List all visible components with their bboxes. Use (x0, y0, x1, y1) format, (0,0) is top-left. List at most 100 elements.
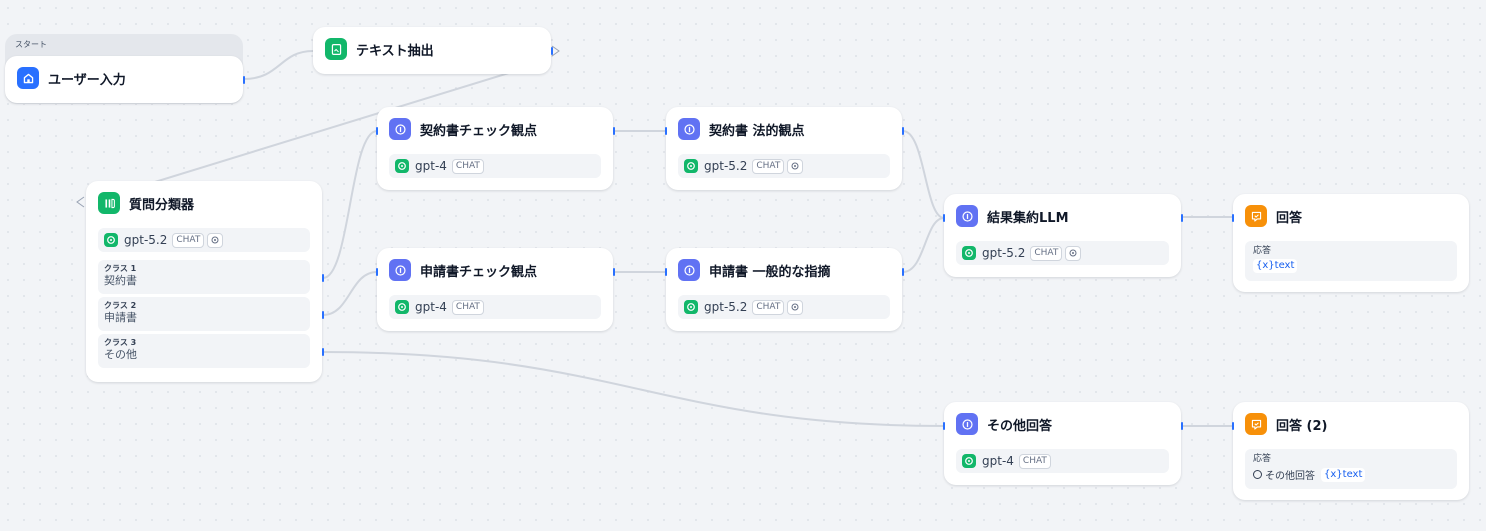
output-handle[interactable] (902, 127, 904, 135)
model-name: gpt-4 (415, 300, 447, 314)
node-title: 質問分類器 (129, 197, 195, 213)
model-name: gpt-5.2 (704, 159, 748, 173)
mode-badge: CHAT (752, 299, 785, 315)
class-value: 契約書 (104, 274, 137, 287)
model-name: gpt-5.2 (704, 300, 748, 314)
node-title: 申請書 一般的な指摘 (709, 264, 831, 280)
openai-icon (395, 159, 409, 173)
node-answer[interactable]: 回答 応答 {x}text (1232, 194, 1469, 292)
input-handle[interactable] (376, 268, 378, 276)
node-title: 結果集約LLM (987, 210, 1069, 226)
variable-icon: {x} (1256, 260, 1275, 271)
model-name: gpt-5.2 (124, 233, 168, 247)
node-title: テキスト抽出 (356, 43, 434, 59)
model-selector[interactable]: gpt-4 CHAT (389, 295, 601, 319)
mode-badge: CHAT (172, 232, 205, 248)
node-contract-legal[interactable]: 契約書 法的観点 gpt-5.2 CHAT (665, 107, 904, 190)
output-handle[interactable] (551, 47, 553, 55)
model-selector[interactable]: gpt-4 CHAT (956, 449, 1169, 473)
node-title: 回答 (1276, 210, 1303, 226)
llm-icon (956, 413, 978, 435)
node-question-classifier[interactable]: 質問分類器 gpt-5.2 CHAT クラス 1 契約書 クラス 2 申請書 ク… (86, 181, 324, 382)
output-label: 応答 (1253, 454, 1272, 464)
mode-badge: CHAT (1030, 245, 1063, 261)
variable-name: text (1342, 468, 1363, 480)
llm-icon (956, 205, 978, 227)
node-answer-2[interactable]: 回答 (2) 応答 その他回答 {x}text (1232, 402, 1469, 500)
node-text-extract[interactable]: テキスト抽出 (313, 27, 553, 74)
model-settings-icon[interactable] (787, 158, 804, 174)
llm-icon (678, 259, 700, 281)
mode-badge: CHAT (1018, 453, 1051, 469)
model-selector[interactable]: gpt-5.2 CHAT (678, 295, 890, 319)
output-variable-box: 応答 {x}text (1245, 241, 1457, 281)
node-title: 契約書 法的観点 (709, 123, 805, 139)
input-handle[interactable] (1232, 422, 1234, 430)
node-application-check[interactable]: 申請書チェック観点 gpt-4 CHAT (376, 248, 615, 331)
node-contract-check[interactable]: 契約書チェック観点 gpt-4 CHAT (376, 107, 615, 190)
openai-icon (684, 159, 698, 173)
model-name: gpt-4 (415, 159, 447, 173)
input-handle[interactable] (665, 127, 667, 135)
output-handle[interactable] (1181, 214, 1183, 222)
node-title: 回答 (2) (1276, 418, 1328, 434)
node-title: 申請書チェック観点 (420, 264, 538, 280)
model-selector[interactable]: gpt-5.2 CHAT (956, 241, 1169, 265)
variable-source-name: その他回答 (1265, 471, 1315, 482)
model-selector[interactable]: gpt-5.2 CHAT (98, 228, 310, 252)
classifier-icon (98, 192, 120, 214)
openai-icon (962, 454, 976, 468)
model-selector[interactable]: gpt-4 CHAT (389, 154, 601, 178)
variable-source: その他回答 (1253, 467, 1315, 482)
llm-icon (389, 259, 411, 281)
class-value: その他 (104, 348, 137, 361)
class-value: 申請書 (104, 311, 137, 324)
node-application-general[interactable]: 申請書 一般的な指摘 gpt-5.2 CHAT (665, 248, 904, 331)
class-item: クラス 1 契約書 (98, 260, 310, 294)
model-settings-icon[interactable] (787, 299, 804, 315)
class-label: クラス 3 (104, 338, 137, 347)
model-selector[interactable]: gpt-5.2 CHAT (678, 154, 890, 178)
answer-icon (1245, 205, 1267, 227)
openai-icon (962, 246, 976, 260)
node-title: その他回答 (987, 418, 1053, 434)
collapse-arrow-classifier (76, 196, 85, 208)
output-handle-class-3[interactable] (322, 348, 324, 356)
model-name: gpt-4 (982, 454, 1014, 468)
output-handle[interactable] (1181, 422, 1183, 430)
input-handle[interactable] (1232, 214, 1234, 222)
model-settings-icon[interactable] (1065, 245, 1082, 261)
home-icon (17, 67, 39, 89)
edge-legal-to-summary (902, 130, 945, 219)
input-handle[interactable] (665, 268, 667, 276)
node-user-input[interactable]: ユーザー入力 (5, 56, 245, 103)
output-handle-class-2[interactable] (322, 311, 324, 319)
collapse-arrow-extract (551, 45, 560, 57)
model-name: gpt-5.2 (982, 246, 1026, 260)
openai-icon (104, 233, 118, 247)
node-title: 契約書チェック観点 (420, 123, 538, 139)
output-handle[interactable] (243, 76, 245, 84)
node-summary-llm[interactable]: 結果集約LLM gpt-5.2 CHAT (943, 194, 1183, 277)
edge-class2-to-application-check (322, 271, 378, 316)
model-settings-icon[interactable] (207, 232, 224, 248)
variable-chip[interactable]: {x}text (1253, 259, 1298, 273)
input-handle[interactable] (943, 422, 945, 430)
output-handle-class-1[interactable] (322, 274, 324, 282)
llm-icon (1253, 470, 1262, 479)
input-handle[interactable] (376, 127, 378, 135)
input-handle[interactable] (943, 214, 945, 222)
llm-icon (678, 118, 700, 140)
openai-icon (395, 300, 409, 314)
output-handle[interactable] (613, 268, 615, 276)
class-label: クラス 2 (104, 301, 137, 310)
node-title: ユーザー入力 (48, 72, 126, 88)
output-handle[interactable] (902, 268, 904, 276)
output-handle[interactable] (613, 127, 615, 135)
class-label: クラス 1 (104, 264, 137, 273)
node-other-answer[interactable]: その他回答 gpt-4 CHAT (943, 402, 1183, 485)
edge-general-to-summary (902, 217, 945, 273)
variable-chip[interactable]: {x}text (1321, 467, 1366, 482)
output-variable-box: 応答 その他回答 {x}text (1245, 449, 1457, 489)
variable-icon: {x} (1324, 468, 1343, 480)
